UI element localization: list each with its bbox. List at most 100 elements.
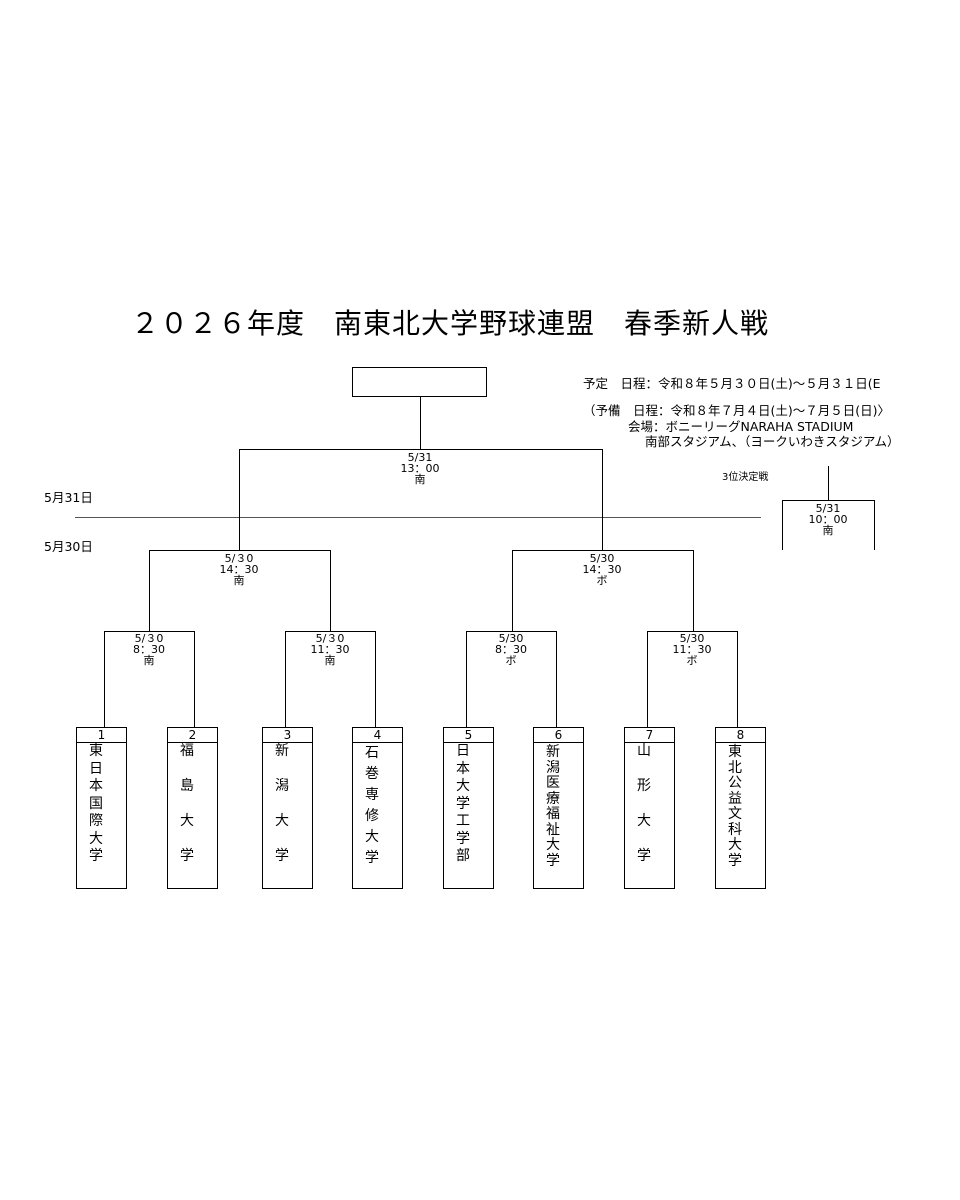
r1-game3-venue: ボ [505,654,517,667]
final-game-info: 5/31 13：00 南 [370,452,470,485]
r1-game2-time: 11：30 [310,643,350,656]
semi-right-game-info: 5/30 14：30 ボ [552,553,652,586]
r1-game1-time: 8：30 [133,643,165,656]
semi-right-leg-b [693,550,694,631]
team-number: 6 [534,728,583,743]
team-name-char: 山 [637,743,651,759]
semi-left-venue: 南 [233,574,245,587]
team-name-char [637,761,674,779]
team-name-char: 形 [637,778,651,794]
team-name-char: 公 [728,775,742,791]
team-box-6: 6 新 潟 医 療 福 祉 大 学 [533,727,584,889]
r1-game4-leg-b [737,631,738,727]
team-box-2: 2 福 島 大 学 [167,727,218,889]
team-number: 7 [625,728,674,743]
final-stem-line [420,397,421,449]
team-name: 福 島 大 学 [168,743,217,866]
team-name-char: 本 [456,760,470,777]
final-date: 5/31 [407,451,433,464]
team-name-char: 祉 [546,821,560,838]
team-name: 東 北 公 益 文 科 大 学 [716,743,765,869]
team-number: 4 [353,728,402,743]
team-name: 新 潟 医 療 福 祉 大 学 [534,743,583,869]
page-title: ２０２６年度 南東北大学野球連盟 春季新人戦 [130,307,769,340]
r1-game4-venue: ボ [686,654,698,667]
team-box-1: 1 東 日 本 国 際 大 学 [76,727,127,889]
r1-game3-date: 5/30 [498,632,524,645]
r1-game3-time: 8：30 [495,643,527,656]
team-name-char [180,761,217,779]
team-name-char: 日 [456,743,470,759]
semi-right-leg-a [512,550,513,631]
r1-game2-venue: 南 [324,654,336,667]
team-box-3: 3 新 潟 大 学 [262,727,313,889]
r1-game1-leg-a [104,631,105,727]
team-name-char: 文 [728,806,742,822]
team-name-char: 石 [365,745,379,761]
r1-game2-leg-a [285,631,286,727]
schedule-line-venue-sub: 南部スタジアム、（ヨークいわきスタジアム） [645,434,900,449]
team-name-char: 際 [89,813,103,829]
team-name-char: 東 [728,744,742,760]
semi-right-bracket-line [512,550,693,551]
team-name-char [275,831,312,849]
third-place-label: 3位決定戦 [722,472,769,483]
team-name: 山 形 大 学 [625,743,674,866]
team-name-char: 東 [89,743,103,759]
team-name-char: 学 [637,848,651,864]
team-name-char: 学 [180,848,194,864]
team-number: 8 [716,728,765,743]
team-name-char: 療 [546,790,560,807]
r1-game4-info: 5/30 11：30 ボ [642,633,742,666]
team-box-4: 4 石 巻 専 修 大 学 [352,727,403,889]
team-name-char: 大 [180,813,194,829]
r1-game1-venue: 南 [143,654,155,667]
team-name-char: 部 [456,848,470,864]
final-right-leg [602,449,603,550]
team-name-char [180,831,217,849]
final-bracket-line [239,449,602,450]
team-name: 東 日 本 国 際 大 学 [77,743,126,866]
team-name-char [275,796,312,814]
team-name-char: 学 [728,852,742,869]
team-name-char: 北 [728,759,742,776]
third-place-time: 10：00 [808,513,848,526]
team-name-char [275,761,312,779]
team-name-char: 本 [89,778,103,794]
r1-game2-leg-b [375,631,376,727]
team-number: 5 [444,728,493,743]
team-name-char: 福 [180,743,194,759]
semi-right-venue: ボ [596,574,608,587]
r1-game1-bracket-line [104,631,194,632]
third-place-venue: 南 [822,524,834,537]
r1-game4-leg-a [647,631,648,727]
team-name-char: 大 [275,813,289,829]
team-name-char [180,796,217,814]
r1-game3-bracket-line [466,631,556,632]
team-name-char: 島 [180,778,194,794]
team-name: 新 潟 大 学 [263,743,312,866]
team-name-char: 学 [365,850,379,866]
semi-right-time: 14：30 [582,563,622,576]
date-label-day2: 5月31日 [44,490,93,505]
team-name-char: 新 [546,744,560,760]
schedule-line-planned: 予定 日程：令和８年５月３０日(土)～５月３１日(E [583,376,881,391]
team-number: 1 [77,728,126,743]
r1-game2-info: 5/３0 11：30 南 [280,633,380,666]
r1-game4-time: 11：30 [672,643,712,656]
schedule-line-venue: 会場：ボニーリーグNARAHA STADIUM [628,419,854,434]
team-name-char: 日 [89,760,103,777]
r1-game3-info: 5/30 8：30 ボ [461,633,561,666]
team-box-7: 7 山 形 大 学 [624,727,675,889]
team-name-char: 国 [89,795,103,812]
r1-game1-leg-b [194,631,195,727]
team-number: 2 [168,728,217,743]
schedule-line-reserve: （予備 日程：令和８年７月４日(土)～７月５日(日)〉 [583,403,891,418]
team-name-char: 巻 [365,766,379,782]
final-venue: 南 [414,473,426,486]
semi-left-game-info: 5/３0 14：30 南 [189,553,289,586]
semi-left-leg-a [149,550,150,631]
champion-box [352,367,487,397]
team-name-char: 専 [365,787,379,803]
team-name-char: 学 [275,848,289,864]
